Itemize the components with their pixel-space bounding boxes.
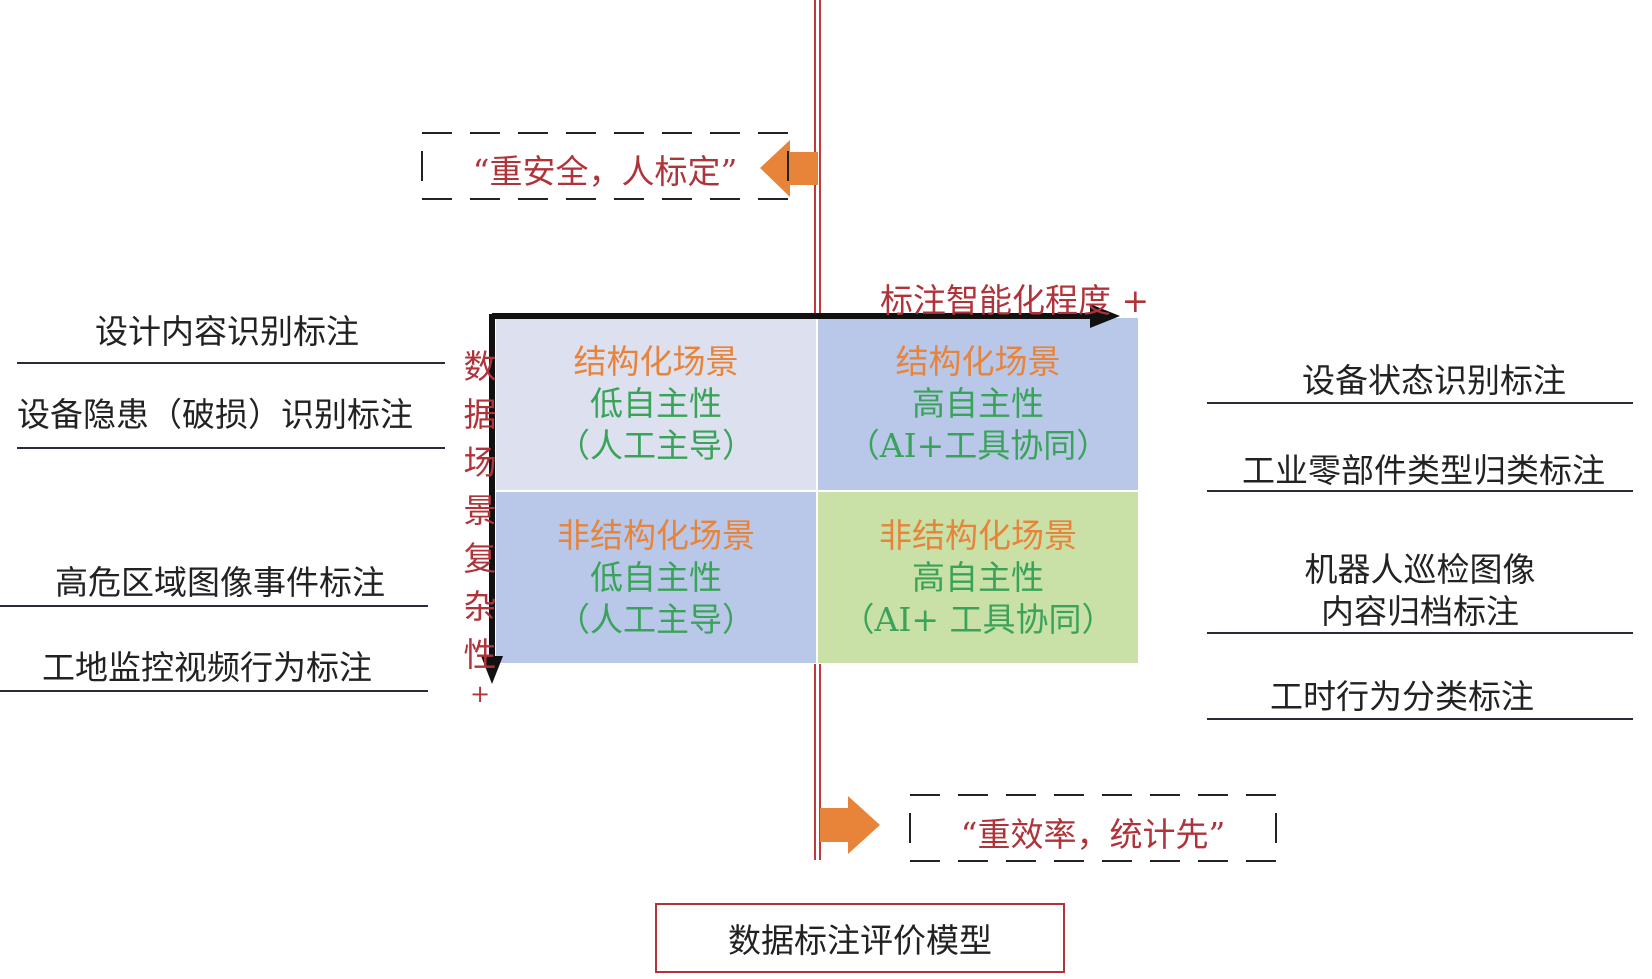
quadrant-autonomy: 低自主性 <box>590 557 722 597</box>
quadrant-title: 结构化场景 <box>573 342 739 381</box>
model-box-label: 数据标注评价模型 <box>728 921 992 960</box>
quadrant-top-left: 结构化场景 低自主性 （人工主导） <box>495 317 817 491</box>
quadrant-mode: （人工主导） <box>557 426 755 465</box>
callout-box-left-frame <box>421 132 789 200</box>
y-axis-char: 性 <box>463 635 497 674</box>
right-rule <box>1207 402 1633 404</box>
left-label-hazard: 设备隐患（破损）识别标注 <box>17 395 413 434</box>
callout-left-text: “重安全，人标定” <box>472 152 738 191</box>
quadrant-title: 非结构化场景 <box>557 515 755 555</box>
quadrant-mode: （AI+ 工具协同） <box>841 599 1115 639</box>
left-rule <box>17 447 445 449</box>
right-rule <box>1207 632 1633 634</box>
left-rule <box>0 605 428 607</box>
callout-box-right-frame <box>909 794 1277 862</box>
quadrant-autonomy: 高自主性 <box>912 384 1044 423</box>
quadrant-top-right: 结构化场景 高自主性 （AI+工具协同） <box>817 317 1139 491</box>
quadrant-mode: （AI+工具协同） <box>846 426 1110 465</box>
left-rule <box>0 690 428 692</box>
y-axis-char: 数 <box>463 347 497 386</box>
right-label-work-hours: 工时行为分类标注 <box>1270 677 1534 716</box>
y-axis-label: 数 据 场 景 复 杂 性 + <box>462 343 498 709</box>
left-rule <box>17 362 445 364</box>
quadrant-autonomy: 高自主性 <box>912 557 1044 597</box>
right-label-parts: 工业零部件类型归类标注 <box>1242 451 1605 490</box>
right-label-robot-line1: 机器人巡检图像 <box>1304 550 1536 589</box>
right-label-robot-line2: 内容归档标注 <box>1321 592 1519 631</box>
right-rule <box>1207 718 1633 720</box>
y-axis-char: 杂 <box>463 587 497 626</box>
left-label-site-video: 工地监控视频行为标注 <box>42 648 372 687</box>
y-axis-arrowhead <box>481 656 503 684</box>
quadrant-autonomy: 低自主性 <box>590 384 722 423</box>
y-axis-char: 复 <box>463 539 497 578</box>
right-label-equipment-state: 设备状态识别标注 <box>1302 361 1566 400</box>
quadrant-title: 非结构化场景 <box>879 515 1077 555</box>
quadrant-mode: （人工主导） <box>557 599 755 639</box>
quadrant-title: 结构化场景 <box>895 342 1061 381</box>
quadrant-bottom-right: 非结构化场景 高自主性 （AI+ 工具协同） <box>817 491 1139 664</box>
y-axis-char: 景 <box>463 491 497 530</box>
y-axis-char: + <box>469 680 491 708</box>
quadrant-bottom-left: 非结构化场景 低自主性 （人工主导） <box>495 491 817 664</box>
y-axis-char: 据 <box>463 395 497 434</box>
left-label-design: 设计内容识别标注 <box>95 312 359 351</box>
y-axis-char: 场 <box>463 443 497 482</box>
callout-right-text: “重效率，统计先” <box>960 815 1226 854</box>
model-box: 数据标注评价模型 <box>655 903 1065 973</box>
x-axis-label: 标注智能化程度 + <box>880 281 1150 320</box>
x-axis-arrowhead <box>1090 304 1120 328</box>
right-orange-arrow <box>820 796 880 854</box>
right-rule <box>1207 490 1633 492</box>
left-label-danger-zone: 高危区域图像事件标注 <box>55 563 385 602</box>
